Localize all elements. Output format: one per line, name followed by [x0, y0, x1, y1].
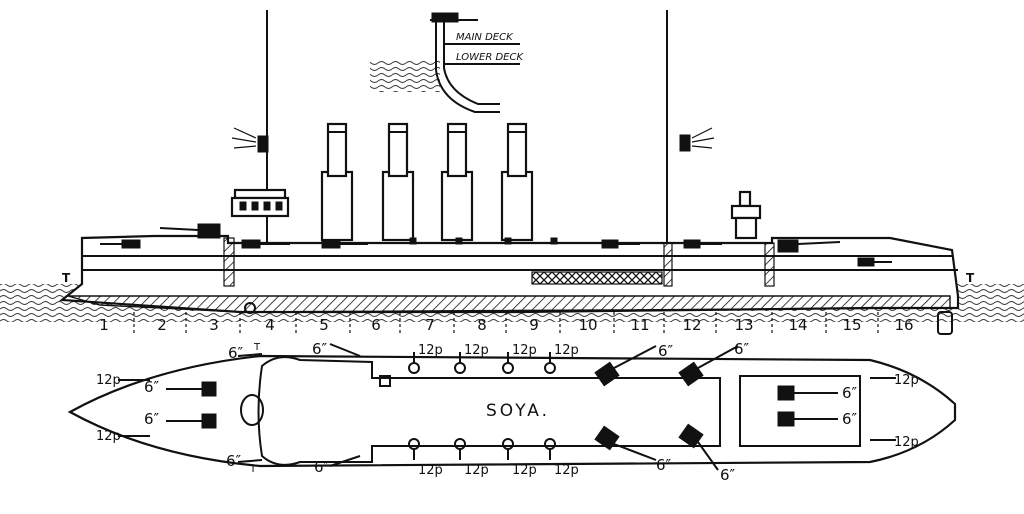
main-mast-light: [679, 134, 691, 152]
torpedo-mark-fore: T: [62, 271, 71, 285]
ship-name: SOYA.: [486, 401, 550, 421]
torpedo-label: T: [249, 464, 257, 475]
gun-label-6in: 6″: [842, 410, 858, 428]
gun-label-6in: 6″: [656, 456, 672, 474]
12pdr-gun-labels: 12p 12p 12p 12p 12p 12p 12p 12p 12p 12p …: [96, 343, 919, 478]
compartment-label: 13: [734, 316, 753, 334]
aft-bridge: [730, 190, 762, 240]
compartment-label: 5: [319, 316, 329, 334]
gun-label-12pdr: 12p: [554, 343, 579, 358]
deck-section-inset: MAIN DECK LOWER DECK: [430, 12, 524, 113]
compartment-label: 10: [578, 316, 597, 334]
gun-label-12pdr: 12p: [894, 435, 919, 450]
inset-upper-label: MAIN DECK: [456, 32, 514, 43]
plan-superstructure: [257, 356, 721, 466]
aft-6in-guns: [594, 345, 838, 471]
stern-post: [937, 311, 953, 335]
12pdr-guns: [118, 352, 896, 460]
plan-view: SOYA.: [67, 340, 957, 484]
armour-belt: [67, 295, 951, 313]
compartment-label: 15: [842, 316, 861, 334]
gun-label-6in: 6″: [734, 340, 750, 358]
compartment-label: 6: [371, 316, 381, 334]
gun-label-12pdr: 12p: [96, 373, 121, 388]
fore-mast-light: [257, 135, 269, 153]
rudder: [244, 302, 256, 314]
gun-label-12pdr: 12p: [96, 429, 121, 444]
funnels: [320, 122, 534, 242]
gun-label-12pdr: 12p: [512, 463, 537, 478]
torpedo-mark-aft: T: [966, 271, 975, 285]
compartment-label: 4: [265, 316, 275, 334]
bulkhead-aft: [764, 242, 775, 287]
gun-label-6in: 6″: [314, 458, 330, 476]
compartment-numbers: 1 2 3 4 5 6 7 8 9 10 11 12 13 14 15 16: [99, 316, 913, 334]
6in-gun-labels: 6″ 6″ 6″ 6″ 6″ 6″ 6″ 6″ 6″ 6″ 6″ 6″: [144, 340, 858, 484]
gun-label-6in: 6″: [312, 340, 328, 358]
fore-hatch: [240, 394, 264, 426]
compartment-label: 11: [630, 316, 649, 334]
gun-label-6in: 6″: [720, 466, 736, 484]
gun-label-12pdr: 12p: [554, 463, 579, 478]
compartment-label: 12: [682, 316, 701, 334]
fore-bridge: [230, 188, 290, 218]
bulkhead-mid: [663, 242, 673, 287]
inset-lower-label: LOWER DECK: [456, 52, 524, 63]
gun-label-6in: 6″: [226, 452, 242, 470]
forward-6in-guns: [166, 343, 361, 467]
gun-label-12pdr: 12p: [894, 373, 919, 388]
side-guns: [100, 223, 892, 267]
gun-label-12pdr: 12p: [464, 463, 489, 478]
machinery-grating: [531, 271, 663, 285]
plan-outline: [67, 354, 957, 468]
bulkhead-fore: [223, 237, 235, 287]
plan-torpedo-marks: T T: [249, 342, 261, 475]
compartment-label: 16: [894, 316, 913, 334]
gun-label-6in: 6″: [144, 410, 160, 428]
gun-label-6in: 6″: [658, 342, 674, 360]
compartment-label: 1: [99, 316, 109, 334]
gun-label-6in: 6″: [842, 384, 858, 402]
gun-label-6in: 6″: [144, 378, 160, 396]
compartment-label: 2: [157, 316, 167, 334]
gun-label-12pdr: 12p: [418, 463, 443, 478]
gun-label-6in: 6″: [228, 344, 244, 362]
compartment-label: 3: [209, 316, 219, 334]
compartment-label: 9: [529, 316, 539, 334]
compartment-label: 8: [477, 316, 487, 334]
gun-label-12pdr: 12p: [512, 343, 537, 358]
torpedo-label: T: [253, 342, 261, 353]
gun-label-12pdr: 12p: [464, 343, 489, 358]
gun-label-12pdr: 12p: [418, 343, 443, 358]
compartment-label: 7: [425, 316, 435, 334]
side-elevation: T T 1 2 3 4 5 6 7 8 9 10 11 12: [59, 10, 975, 336]
compartment-label: 14: [788, 316, 807, 334]
